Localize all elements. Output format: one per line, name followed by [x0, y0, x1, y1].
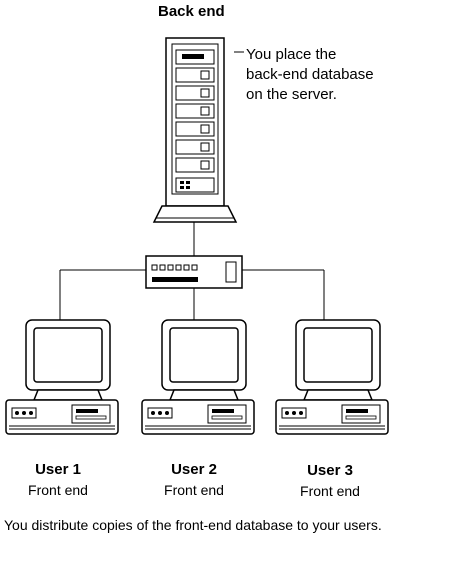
- user-role: Front end: [300, 483, 360, 499]
- server-note-line: You place the: [246, 46, 337, 63]
- network-lines: [59, 51, 325, 320]
- network-hub-icon: [145, 255, 243, 289]
- user-role: Front end: [164, 482, 224, 498]
- diagram-caption: You distribute copies of the front-end d…: [4, 517, 382, 533]
- user-name: User 1: [35, 461, 81, 478]
- user-3-label: User 3 Front end: [280, 461, 380, 501]
- user-2-label: User 2 Front end: [144, 460, 244, 500]
- user-name: User 3: [307, 462, 353, 479]
- server-tower-icon: [152, 37, 238, 223]
- user-name: User 2: [171, 461, 217, 478]
- server-note-line: back-end database: [246, 66, 374, 83]
- user-1-label: User 1 Front end: [8, 460, 108, 500]
- workstation-user-2: [141, 319, 255, 435]
- server-note: You place the back-end database on the s…: [246, 45, 374, 105]
- server-note-line: on the server.: [246, 86, 337, 103]
- user-role: Front end: [28, 482, 88, 498]
- workstation-user-3: [275, 319, 389, 435]
- server-title: Back end: [158, 3, 225, 20]
- workstation-user-1: [5, 319, 119, 435]
